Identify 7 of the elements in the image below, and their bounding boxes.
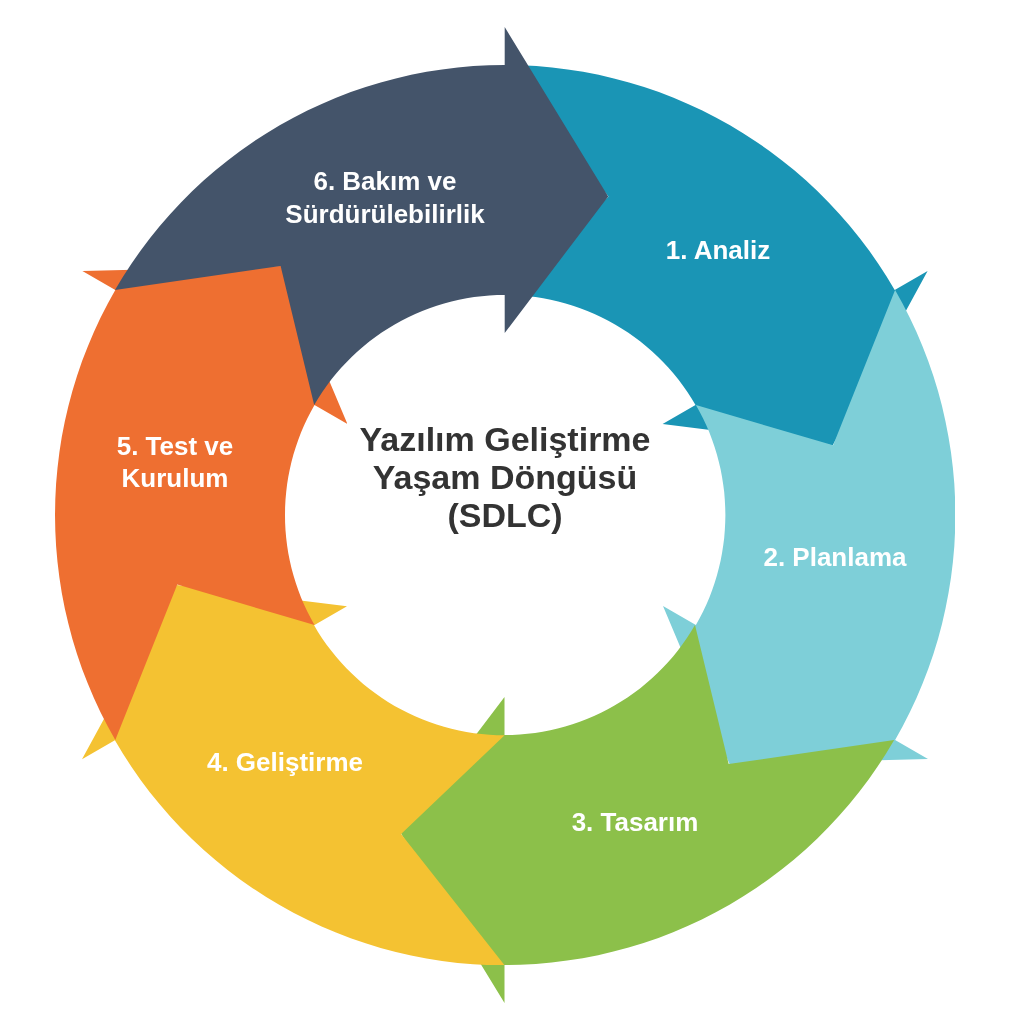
segment-label: 6. Bakım ve Sürdürülebilirlik — [284, 164, 486, 230]
segment-label: 1. Analiz — [664, 233, 772, 267]
segment-label: 4. Geliştirme — [205, 745, 364, 779]
segment-label: 3. Tasarım — [570, 805, 700, 839]
segment-label: 5. Test ve Kurulum — [115, 429, 235, 495]
segment-label: 2. Planlama — [762, 540, 908, 574]
title: Yazılım Geliştirme Yaşam Döngüsü (SDLC) — [358, 420, 652, 534]
